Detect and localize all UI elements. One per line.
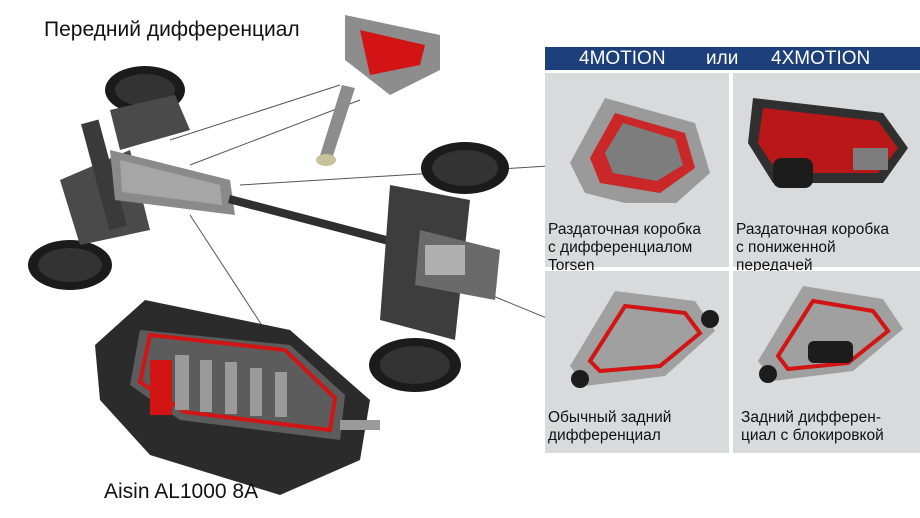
rear-subframe bbox=[380, 185, 500, 340]
caption-open-diff: Обычный задний дифференциал bbox=[548, 409, 672, 444]
front-differential-label: Передний дифференциал bbox=[44, 18, 300, 41]
open-rear-diff-image bbox=[570, 291, 719, 388]
front-differential-part bbox=[316, 15, 440, 166]
panel-header: 4MOTION или 4XMOTION bbox=[545, 47, 920, 70]
caption-lowgear: Раздаточная коробка с пониженной передач… bbox=[736, 221, 889, 274]
locking-rear-diff-image bbox=[758, 286, 903, 383]
panel-cell-open-rear-diff: Обычный задний дифференциал bbox=[545, 271, 729, 453]
caption-locking-diff: Задний дифферен- циал с блокировкой bbox=[741, 409, 884, 444]
transmission-label: Aisin AL1000 8A bbox=[104, 480, 259, 503]
transmission-cutaway bbox=[95, 300, 380, 495]
header-4motion: 4MOTION bbox=[579, 48, 666, 69]
caption-torsen: Раздаточная коробка с дифференциалом Tor… bbox=[548, 221, 701, 274]
panel-cell-torsen-transfer-case: Раздаточная коробка с дифференциалом Tor… bbox=[545, 73, 729, 274]
rear-left-wheel bbox=[421, 142, 509, 194]
front-right-wheel bbox=[28, 240, 112, 290]
chassis-gearbox bbox=[110, 150, 235, 215]
header-4xmotion: 4XMOTION bbox=[771, 48, 871, 69]
panel-cell-lowgear-transfer-case: Раздаточная коробка с пониженной передач… bbox=[733, 73, 920, 274]
rear-right-wheel bbox=[369, 338, 461, 392]
torsen-transfer-case-image bbox=[570, 98, 710, 203]
panel-cell-locking-rear-diff: Задний дифферен- циал с блокировкой bbox=[733, 271, 920, 453]
lowgear-transfer-case-image bbox=[748, 98, 908, 188]
header-or: или bbox=[706, 48, 739, 69]
drive-system-panel: 4MOTION или 4XMOTION Раздаточная коробка… bbox=[545, 47, 920, 453]
